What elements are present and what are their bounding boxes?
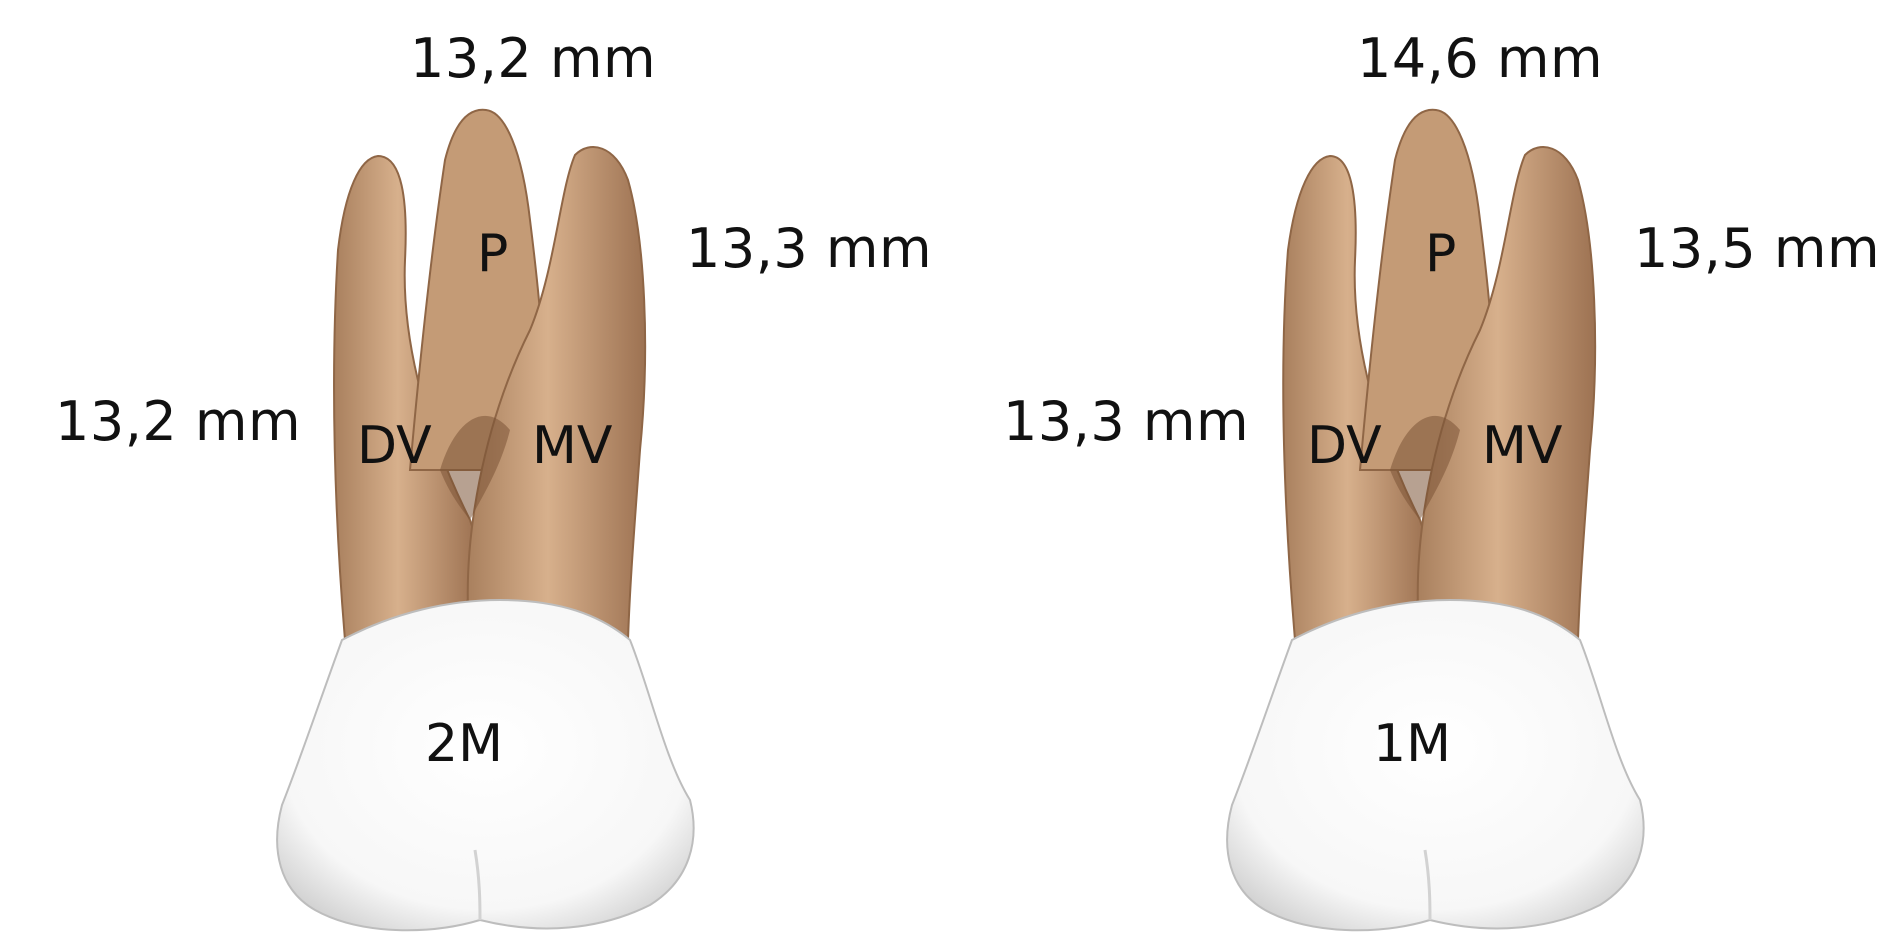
mesiobuccal-root-label: MV <box>1482 420 1562 472</box>
distobuccal-root-label: DV <box>1307 420 1382 472</box>
palatal-root-length: 14,6 mm <box>1357 32 1603 86</box>
palatal-root-label: P <box>1425 228 1456 280</box>
distobuccal-root-length: 13,3 mm <box>1003 395 1249 449</box>
mesiobuccal-root-length: 13,5 mm <box>1634 222 1880 276</box>
crown-label: 1M <box>1373 718 1451 770</box>
